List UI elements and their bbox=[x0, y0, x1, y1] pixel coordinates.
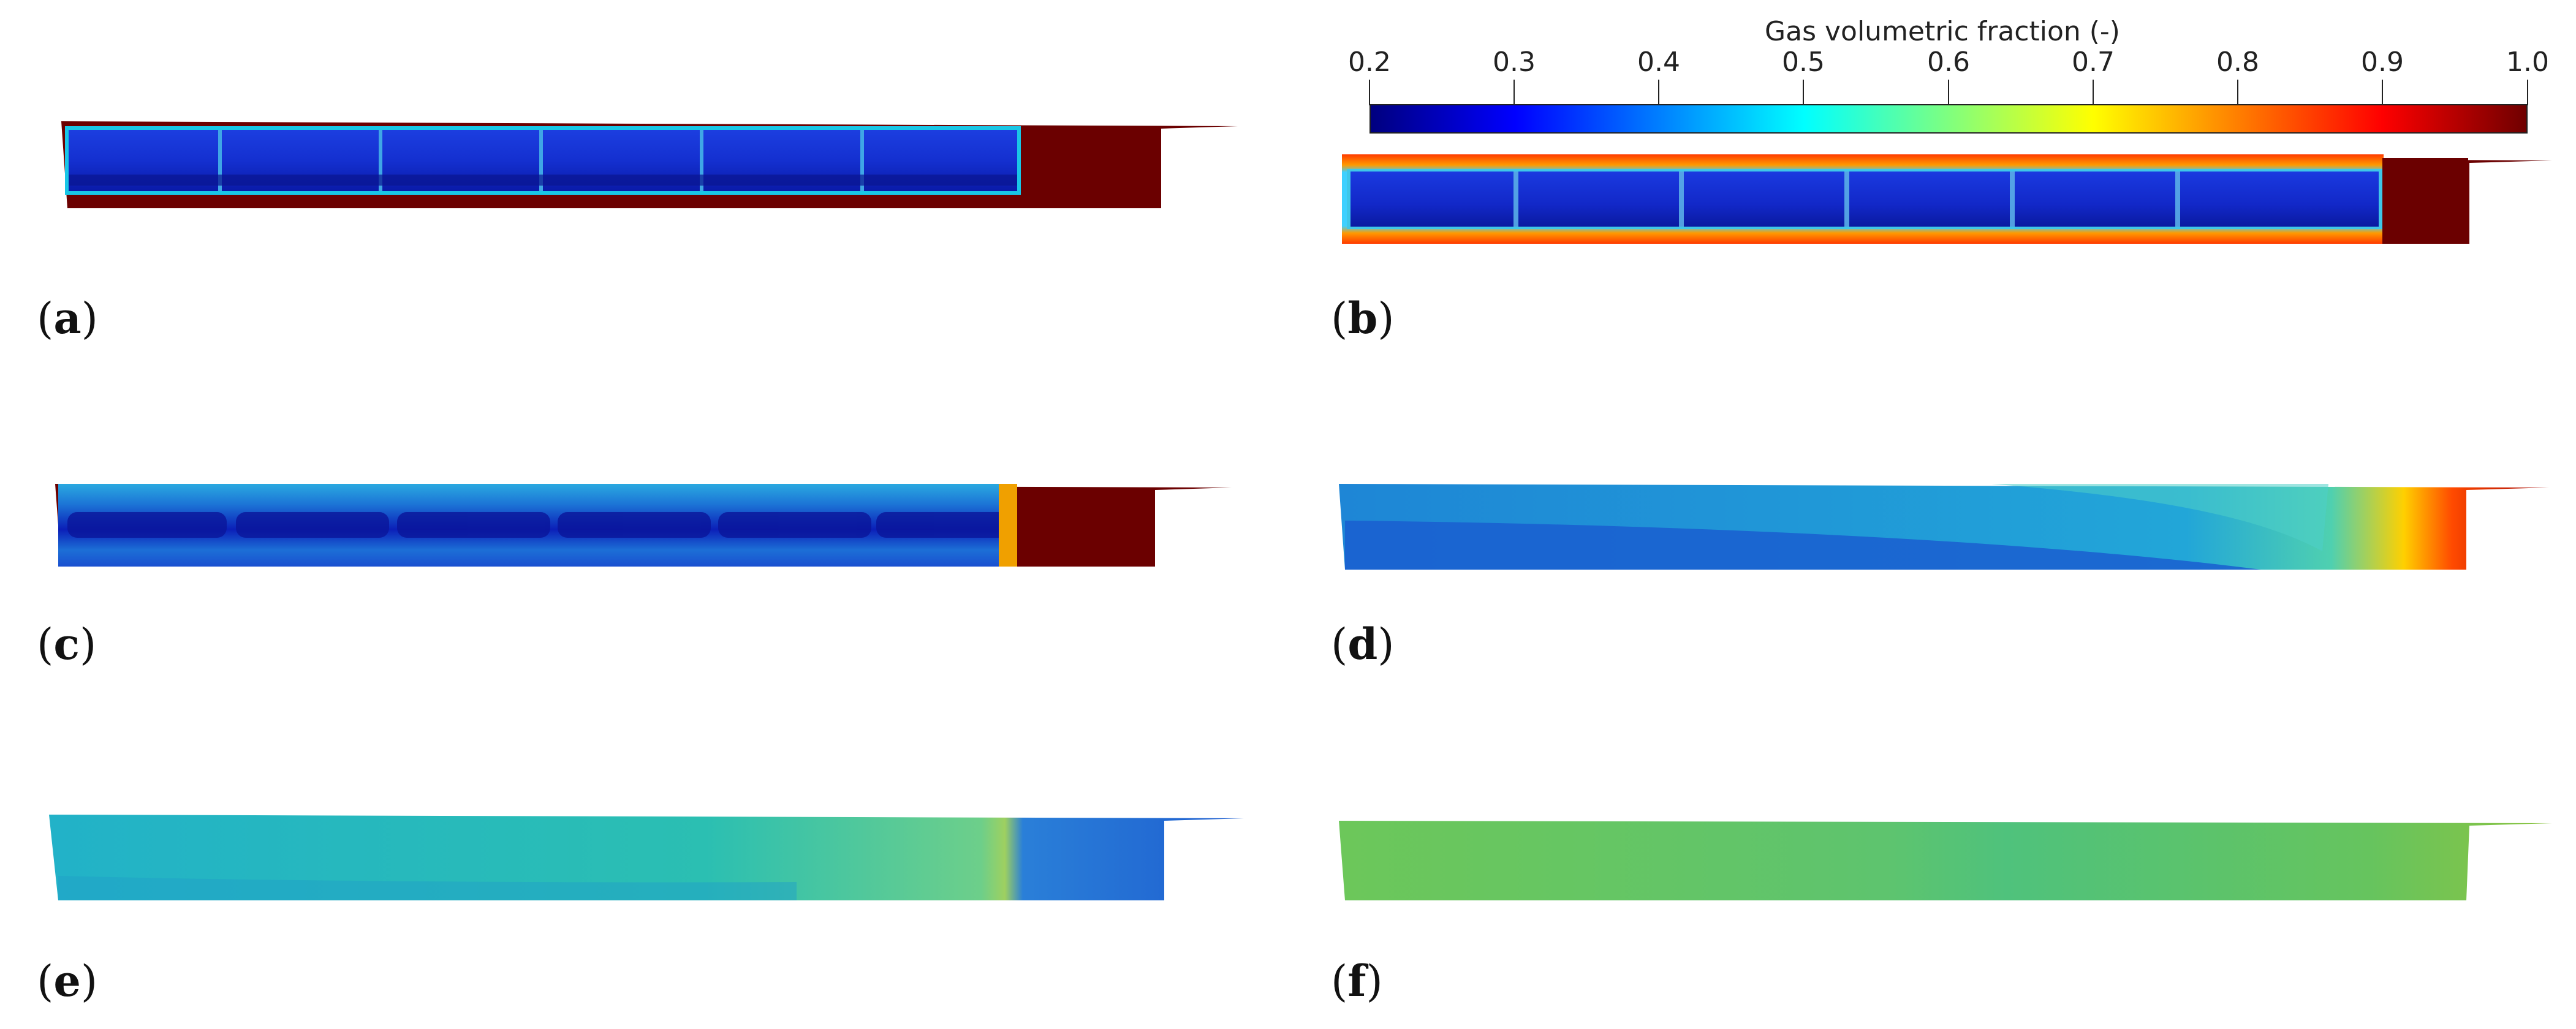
colorbar-tick bbox=[1513, 80, 1515, 105]
panel-e: (e) bbox=[0, 723, 1287, 1029]
colorbar-tick-label: 0.4 bbox=[1637, 47, 1680, 78]
panel-label-b: (b) bbox=[1331, 293, 1395, 344]
colorbar-tick bbox=[2237, 80, 2238, 105]
panel-label-f: (f) bbox=[1331, 956, 1383, 1006]
colorbar-tick bbox=[1369, 80, 1370, 105]
colorbar-tick-label: 0.2 bbox=[1348, 47, 1391, 78]
colorbar-tick-label: 0.7 bbox=[2072, 47, 2115, 78]
colorbar-tick-label: 0.6 bbox=[1927, 47, 1970, 78]
colorbar-tick bbox=[1658, 80, 1659, 105]
panel-a: (a) bbox=[0, 0, 1287, 368]
field-a bbox=[61, 121, 1238, 208]
field-e bbox=[49, 815, 1244, 900]
panel-f: (f) bbox=[1287, 723, 2576, 1029]
colorbar-tick-label: 0.9 bbox=[2361, 47, 2404, 78]
colorbar-tick-label: 1.0 bbox=[2506, 47, 2549, 78]
colorbar-gradient bbox=[1369, 104, 2528, 134]
panel-label-e: (e) bbox=[37, 956, 98, 1006]
panel-label-a: (a) bbox=[37, 293, 98, 344]
colorbar-tick-label: 0.5 bbox=[1782, 47, 1825, 78]
colorbar-tick bbox=[2093, 80, 2094, 105]
field-d bbox=[1339, 484, 2549, 570]
panel-label-d: (d) bbox=[1331, 619, 1395, 669]
colorbar-tick bbox=[1803, 80, 1804, 105]
colorbar-title: Gas volumetric fraction (-) bbox=[1765, 16, 2120, 47]
field-b bbox=[1342, 154, 2552, 244]
panel-b: (b) bbox=[1287, 0, 2576, 368]
field-f bbox=[1339, 821, 2552, 900]
panel-c: (c) bbox=[0, 392, 1287, 686]
colorbar-tick-label: 0.3 bbox=[1493, 47, 1536, 78]
colorbar-tick bbox=[1948, 80, 1949, 105]
colorbar-tick-label: 0.8 bbox=[2216, 47, 2259, 78]
colorbar-tick bbox=[2382, 80, 2383, 105]
colorbar: Gas volumetric fraction (-) 0.2 0.3 0.4 … bbox=[1342, 16, 2549, 141]
colorbar-tick bbox=[2527, 80, 2528, 105]
panel-d: (d) bbox=[1287, 392, 2576, 686]
field-c bbox=[55, 484, 1232, 567]
panel-label-c: (c) bbox=[37, 619, 97, 669]
